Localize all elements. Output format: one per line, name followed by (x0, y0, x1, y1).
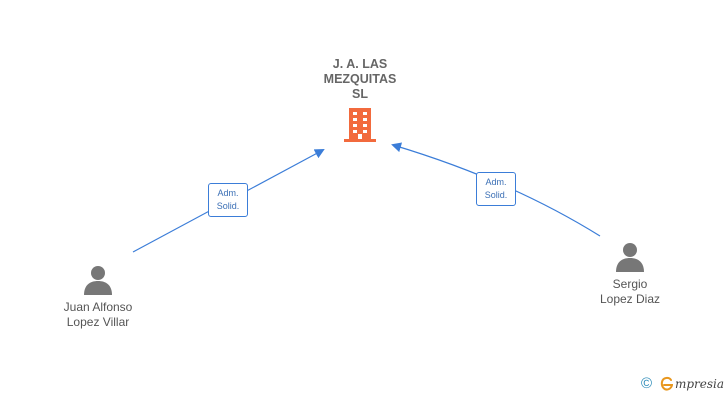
relation-label-line: Solid. (216, 201, 240, 211)
person-node-juan-alfonso[interactable]: Juan Alfonso Lopez Villar (48, 265, 148, 330)
brand-name: mpresia (674, 377, 724, 391)
relation-label-right[interactable]: Adm. Solid. (476, 172, 516, 206)
person-node-sergio[interactable]: Sergio Lopez Diaz (580, 242, 680, 307)
empresia-e-icon (660, 376, 673, 391)
relation-label-line: Adm. (485, 177, 507, 187)
person-icon (84, 266, 112, 295)
company-name-line: MEZQUITAS (323, 72, 397, 86)
copyright-icon: © (640, 375, 652, 392)
building-icon[interactable] (343, 107, 377, 143)
person-name-line: Lopez Diaz (599, 292, 661, 306)
relation-label-left[interactable]: Adm. Solid. (208, 183, 248, 217)
relation-label-line: Solid. (484, 190, 508, 200)
person-name-line: Juan Alfonso (63, 300, 133, 314)
company-name-line: J. A. LAS (332, 57, 388, 71)
person-icon (616, 243, 644, 272)
relation-label-line: Adm. (217, 188, 239, 198)
person-name-line: Lopez Villar (66, 315, 130, 329)
company-name-line: SL (352, 87, 368, 101)
company-name[interactable]: J. A. LAS MEZQUITAS SL (300, 57, 420, 102)
brand-footer[interactable]: © mpresia (641, 376, 724, 392)
person-name-line: Sergio (612, 277, 648, 291)
